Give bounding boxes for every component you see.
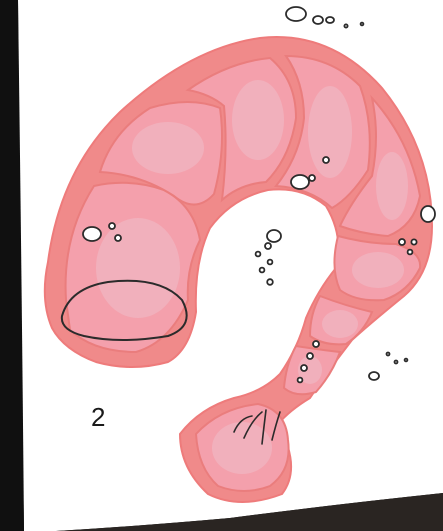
air-bubble-icon: [399, 239, 405, 245]
air-bubble-icon: [405, 359, 408, 362]
air-bubble-icon: [307, 353, 313, 359]
air-bubble-icon: [411, 239, 416, 244]
air-bubble-icon: [256, 252, 261, 257]
air-bubble-icon: [291, 175, 309, 189]
air-bubble-icon: [83, 227, 101, 241]
air-bubble-icon: [344, 24, 347, 27]
air-bubble-icon: [326, 17, 334, 23]
air-bubble-icon: [408, 250, 413, 255]
air-bubble-icon: [369, 372, 379, 380]
air-bubble-icon: [115, 235, 121, 241]
air-bubble-icon: [267, 230, 281, 242]
figure-label: 2: [91, 400, 115, 434]
air-bubble-icon: [309, 175, 315, 181]
air-bubble-icon: [387, 353, 390, 356]
air-bubble-icon: [301, 365, 307, 371]
air-bubble-icon: [260, 268, 265, 273]
air-bubble-icon: [286, 7, 306, 21]
air-bubble-icon: [323, 157, 329, 163]
air-bubble-icon: [313, 16, 323, 24]
air-bubble-icon: [313, 341, 319, 347]
air-bubble-icon: [421, 206, 435, 222]
air-bubble-icon: [298, 378, 303, 383]
air-bubble-icon: [267, 279, 273, 285]
air-bubble-icon: [361, 23, 364, 26]
air-bubble-icon: [395, 361, 398, 364]
air-bubble-icon: [268, 260, 273, 265]
air-bubble-icon: [109, 223, 115, 229]
air-bubble-icon: [265, 243, 271, 249]
